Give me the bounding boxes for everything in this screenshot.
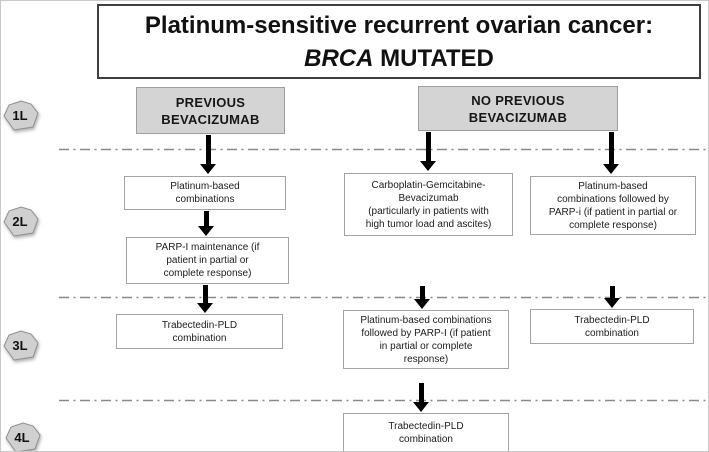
badge-4l-label: 4L (14, 429, 30, 445)
branch-header-previous-bevacizumab: PREVIOUS BEVACIZUMAB (136, 87, 285, 134)
badge-3l-heptagon-icon (3, 330, 39, 361)
box-3l-trabectedin-pld-left: Trabectedin-PLD combination (116, 314, 283, 349)
badge-4l: 4L (5, 422, 41, 451)
arrow-previous-bev-to-platinum-combos (200, 135, 216, 174)
badge-1l-label: 1L (12, 107, 28, 123)
arrow-carboplatin-to-platinum-parpi-3l (414, 286, 430, 309)
gene-name-italic: BRCA (304, 44, 374, 72)
box-2l-carboplatin-gemcitabine-bevacizumab: Carboplatin-Gemcitabine- Bevacizumab (pa… (344, 173, 513, 236)
box-4l-trabectedin-pld: Trabectedin-PLD combination (343, 413, 509, 451)
mutated-label: MUTATED (373, 44, 494, 72)
box-2l-parpi-maintenance: PARP-I maintenance (if patient in partia… (126, 237, 289, 284)
badge-2l-heptagon-icon (3, 206, 39, 237)
box-2l-platinum-based-combinations: Platinum-based combinations (124, 176, 286, 210)
figure-title-box: Platinum-sensitive recurrent ovarian can… (97, 4, 701, 79)
arrow-platinum-combos-to-parpi-maintenance (198, 211, 214, 236)
arrow-platinum-parpi-to-trabectedin-right (604, 286, 620, 308)
branch-header-no-previous-bevacizumab: NO PREVIOUS BEVACIZUMAB (418, 86, 618, 131)
badge-3l: 3L (3, 330, 39, 362)
box-3l-trabectedin-pld-right: Trabectedin-PLD combination (530, 309, 694, 344)
figure-title-line2: BRCA MUTATED (304, 42, 494, 75)
arrow-platinum-parpi-3l-to-trabectedin-4l (413, 383, 429, 412)
box-3l-platinum-combos-followed-by-parpi: Platinum-based combinations followed by … (343, 310, 509, 369)
arrow-no-previous-bev-to-platinum-parpi (603, 132, 619, 174)
figure-title-line1: Platinum-sensitive recurrent ovarian can… (144, 11, 654, 39)
box-2l-platinum-combos-followed-by-parpi: Platinum-based combinations followed by … (530, 176, 696, 235)
badge-2l-label: 2L (12, 213, 28, 229)
badge-1l: 1L (3, 100, 39, 132)
badge-4l-heptagon-icon (5, 422, 41, 451)
badge-1l-heptagon-icon (3, 100, 39, 131)
badge-3l-label: 3L (12, 337, 28, 353)
badge-2l: 2L (3, 206, 39, 238)
arrow-parpi-maintenance-to-trabectedin-left (197, 285, 213, 313)
arrow-no-previous-bev-to-carboplatin (420, 132, 436, 171)
